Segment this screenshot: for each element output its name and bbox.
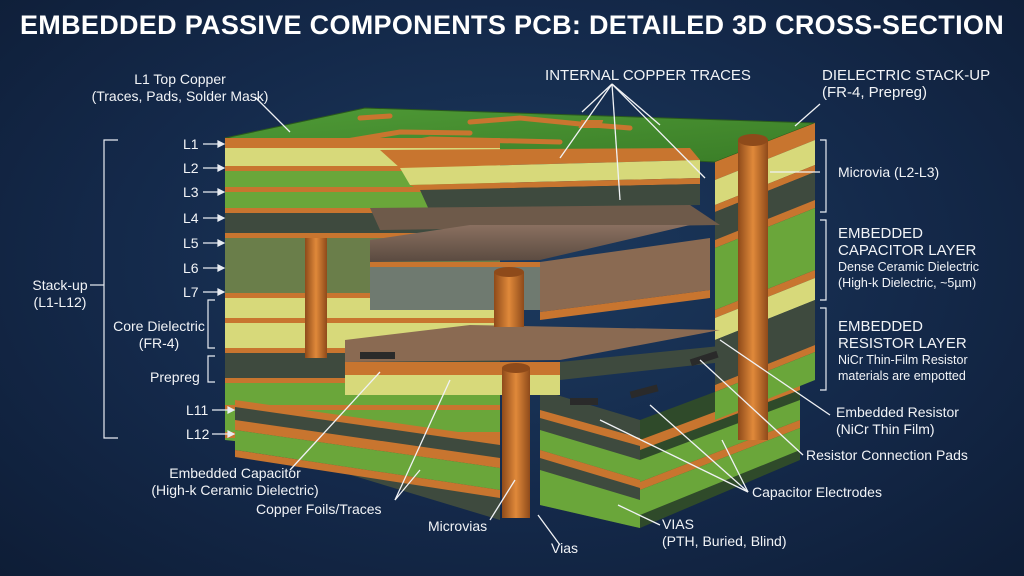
label-vias-title: VIAS bbox=[662, 516, 694, 532]
label-embedded-capacitor-layer: EMBEDDED CAPACITOR LAYER Dense Ceramic D… bbox=[838, 225, 979, 291]
page-title: EMBEDDED PASSIVE COMPONENTS PCB: DETAILE… bbox=[20, 10, 1004, 40]
label-embedded-capacitor-title: Embedded Capacitor bbox=[169, 465, 301, 481]
label-microvias: Microvias bbox=[428, 518, 488, 534]
via-lower bbox=[502, 368, 530, 518]
label-res-layer-line2: RESISTOR LAYER bbox=[838, 335, 967, 352]
layer-label-l1: L1 bbox=[183, 136, 199, 152]
label-vias-sub: (PTH, Buried, Blind) bbox=[662, 533, 787, 549]
layer-label-l7: L7 bbox=[183, 284, 199, 300]
label-vias-small: Vias bbox=[551, 540, 578, 556]
label-internal-copper-traces: INTERNAL COPPER TRACES bbox=[545, 67, 751, 84]
label-embedded-capacitor: Embedded Capacitor (High-k Ceramic Diele… bbox=[140, 465, 330, 499]
layer-arrows bbox=[203, 140, 236, 438]
layer-label-l12: L12 bbox=[186, 426, 210, 442]
label-stackup: Stack-up (L1-L12) bbox=[24, 277, 96, 311]
layer-label-l3: L3 bbox=[183, 184, 199, 200]
label-vias: VIAS (PTH, Buried, Blind) bbox=[662, 516, 786, 550]
vias bbox=[305, 134, 768, 518]
embedded-capacitor-plate bbox=[370, 225, 690, 262]
label-embedded-resistor-sub: (NiCr Thin Film) bbox=[836, 421, 935, 437]
label-core-dielectric: Core Dielectric (FR-4) bbox=[104, 318, 214, 352]
label-embedded-capacitor-sub: (High-k Ceramic Dielectric) bbox=[151, 482, 319, 498]
via-right bbox=[738, 140, 768, 440]
label-copper-foils: Copper Foils/Traces bbox=[256, 501, 382, 517]
label-embedded-resistor-title: Embedded Resistor bbox=[836, 404, 959, 420]
label-prepreg: Prepreg bbox=[150, 369, 200, 385]
label-res-layer-line4: materials are empotted bbox=[838, 369, 966, 383]
label-resistor-connection-pads: Resistor Connection Pads bbox=[806, 447, 968, 463]
layer-label-l11: L11 bbox=[186, 402, 209, 418]
label-dielectric-stackup-sub: (FR-4, Prepreg) bbox=[822, 84, 928, 101]
label-embedded-resistor: Embedded Resistor (NiCr Thin Film) bbox=[836, 404, 959, 438]
label-res-layer-line1: EMBEDDED bbox=[838, 318, 924, 335]
label-l1-top-copper-sub: (Traces, Pads, Solder Mask) bbox=[91, 88, 269, 104]
label-microvia-l2-l3: Microvia (L2-L3) bbox=[838, 164, 940, 180]
label-core-dielectric-sub: (FR-4) bbox=[138, 335, 180, 351]
embedded-resistor-layer bbox=[345, 325, 720, 362]
label-capacitor-electrodes: Capacitor Electrodes bbox=[752, 484, 882, 500]
layer-label-l6: L6 bbox=[183, 260, 199, 276]
label-cap-layer-line2: CAPACITOR LAYER bbox=[838, 242, 977, 259]
label-l1-top-copper-title: L1 Top Copper bbox=[134, 71, 226, 87]
via-left bbox=[305, 238, 327, 358]
label-dielectric-stackup-title: DIELECTRIC STACK-UP bbox=[822, 67, 991, 84]
label-core-dielectric-title: Core Dielectric bbox=[113, 318, 205, 334]
label-stackup-title: Stack-up bbox=[32, 277, 88, 293]
callout-lines bbox=[254, 83, 831, 546]
layer-label-l4: L4 bbox=[183, 210, 199, 226]
stackup-bracket bbox=[90, 139, 827, 439]
label-cap-layer-line4: (High-k Dielectric, ~5µm) bbox=[838, 276, 977, 290]
via-center bbox=[494, 272, 524, 327]
label-cap-layer-line1: EMBEDDED bbox=[838, 225, 924, 242]
label-cap-layer-line3: Dense Ceramic Dielectric bbox=[838, 260, 980, 274]
label-stackup-sub: (L1-L12) bbox=[33, 294, 87, 310]
label-res-layer-line3: NiCr Thin-Film Resistor bbox=[838, 353, 968, 367]
layer-label-l2: L2 bbox=[183, 160, 199, 176]
label-embedded-resistor-layer: EMBEDDED RESISTOR LAYER NiCr Thin-Film R… bbox=[838, 318, 968, 384]
layer-label-l5: L5 bbox=[183, 235, 199, 251]
label-dielectric-stackup: DIELECTRIC STACK-UP (FR-4, Prepreg) bbox=[822, 67, 990, 101]
inner-cutaway bbox=[345, 148, 760, 405]
label-l1-top-copper: L1 Top Copper (Traces, Pads, Solder Mask… bbox=[80, 71, 280, 105]
